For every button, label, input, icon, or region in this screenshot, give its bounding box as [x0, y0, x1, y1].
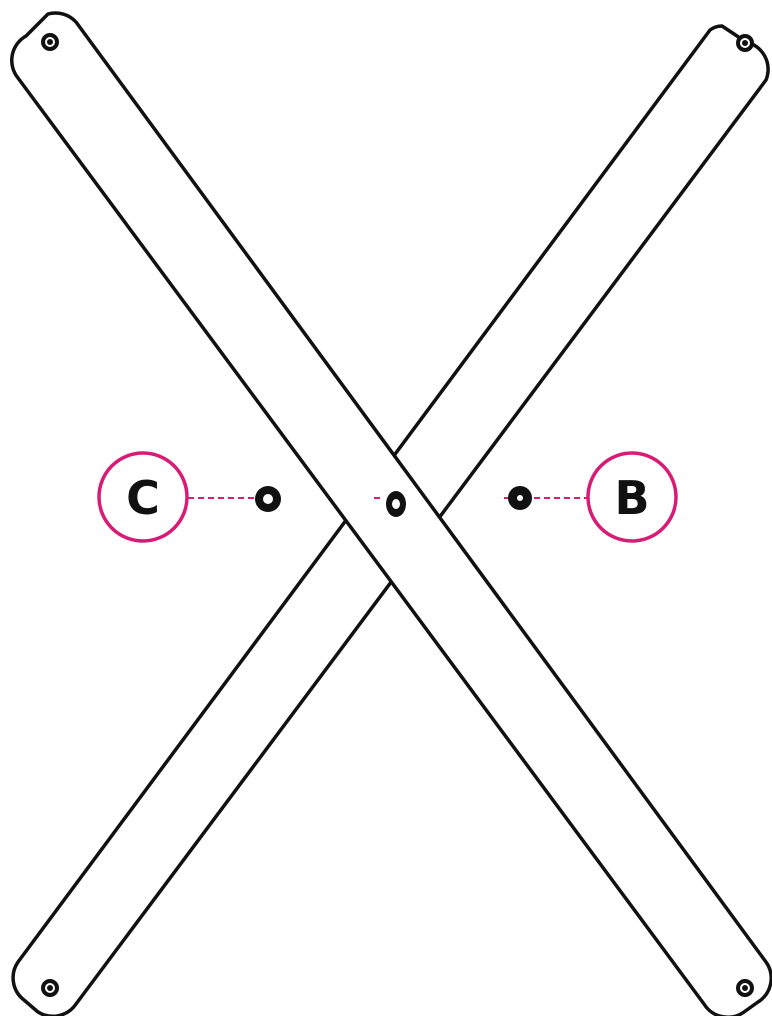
callout-c: C — [97, 451, 281, 543]
callout-c-circle — [97, 451, 189, 543]
hole-b — [508, 486, 532, 510]
callout-c-label: C — [126, 471, 160, 525]
hole-bottom-right — [736, 979, 754, 997]
hole-top-left — [41, 33, 59, 51]
callout-b: B — [504, 451, 678, 543]
callout-b-circle — [586, 451, 678, 543]
hole-c — [255, 486, 281, 512]
hole-bottom-left — [41, 979, 59, 997]
hole-top-right — [736, 34, 754, 52]
callout-b-label: B — [614, 471, 649, 525]
pivot-hole-center — [386, 491, 406, 517]
